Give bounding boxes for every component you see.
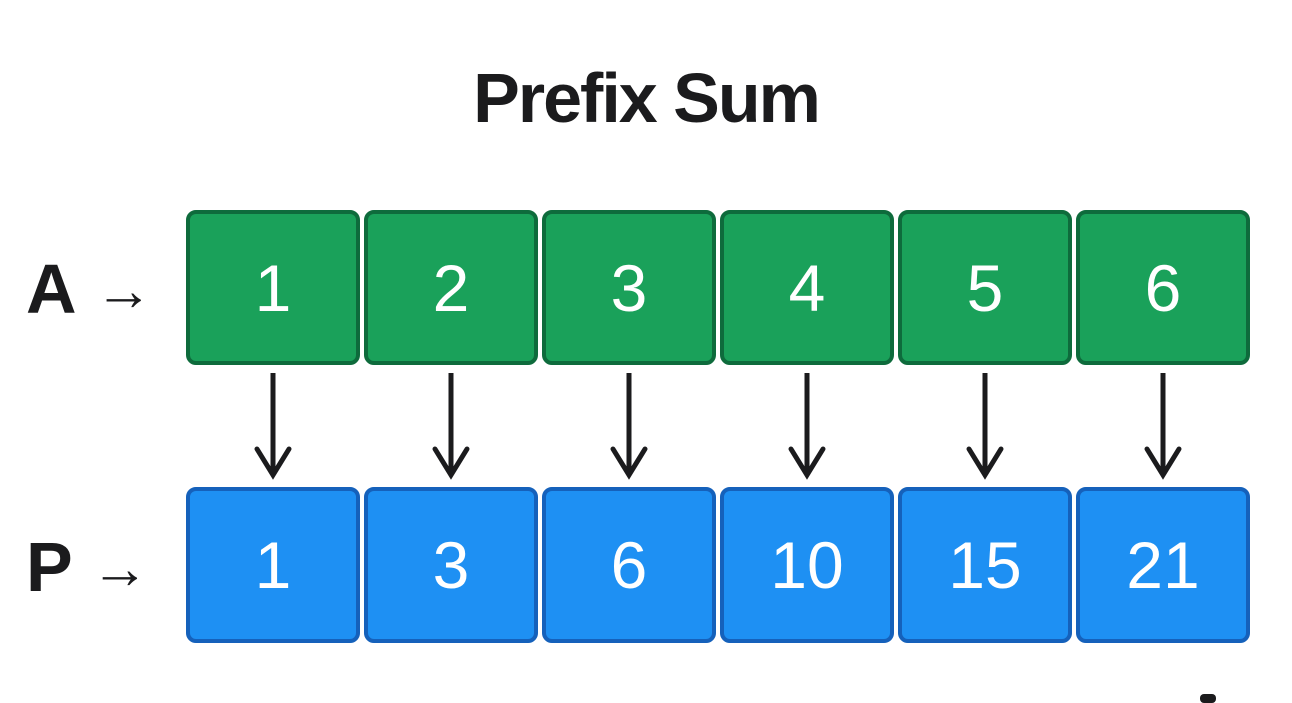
- array-a-cell: 4: [720, 210, 894, 365]
- array-a-row: 1 2 3 4 5 6: [186, 210, 1250, 365]
- array-p-cell: 6: [542, 487, 716, 643]
- arrow-slot: [720, 371, 894, 483]
- down-arrow-icon: [966, 373, 1004, 480]
- down-arrow-icon: [788, 373, 826, 480]
- arrow-slot: [1076, 371, 1250, 483]
- array-a-cell: 6: [1076, 210, 1250, 365]
- arrow-slot: [542, 371, 716, 483]
- array-p-cell: 1: [186, 487, 360, 643]
- arrow-slot: [186, 371, 360, 483]
- array-p-cell: 3: [364, 487, 538, 643]
- array-p-label: P →: [26, 527, 149, 607]
- array-p-cell: 21: [1076, 487, 1250, 643]
- right-arrow-icon: →: [90, 536, 149, 601]
- down-arrow-icon: [610, 373, 648, 480]
- array-p-cell: 15: [898, 487, 1072, 643]
- array-a-cell: 2: [364, 210, 538, 365]
- down-arrow-icon: [432, 373, 470, 480]
- array-p-cell: 10: [720, 487, 894, 643]
- array-p-name: P: [26, 528, 73, 606]
- right-arrow-icon: →: [94, 258, 153, 323]
- array-a-cell: 3: [542, 210, 716, 365]
- array-a-cell: 1: [186, 210, 360, 365]
- page-title: Prefix Sum: [473, 59, 821, 137]
- down-arrow-icon: [254, 373, 292, 480]
- array-p-row: 1 3 6 10 15 21: [186, 487, 1250, 643]
- arrow-slot: [364, 371, 538, 483]
- arrow-slot: [898, 371, 1072, 483]
- cutoff-text-fragment: [1200, 694, 1216, 703]
- array-a-label: A →: [26, 249, 153, 329]
- mapping-arrows: [186, 371, 1250, 483]
- down-arrow-icon: [1144, 373, 1182, 480]
- array-a-name: A: [26, 250, 77, 328]
- array-a-cell: 5: [898, 210, 1072, 365]
